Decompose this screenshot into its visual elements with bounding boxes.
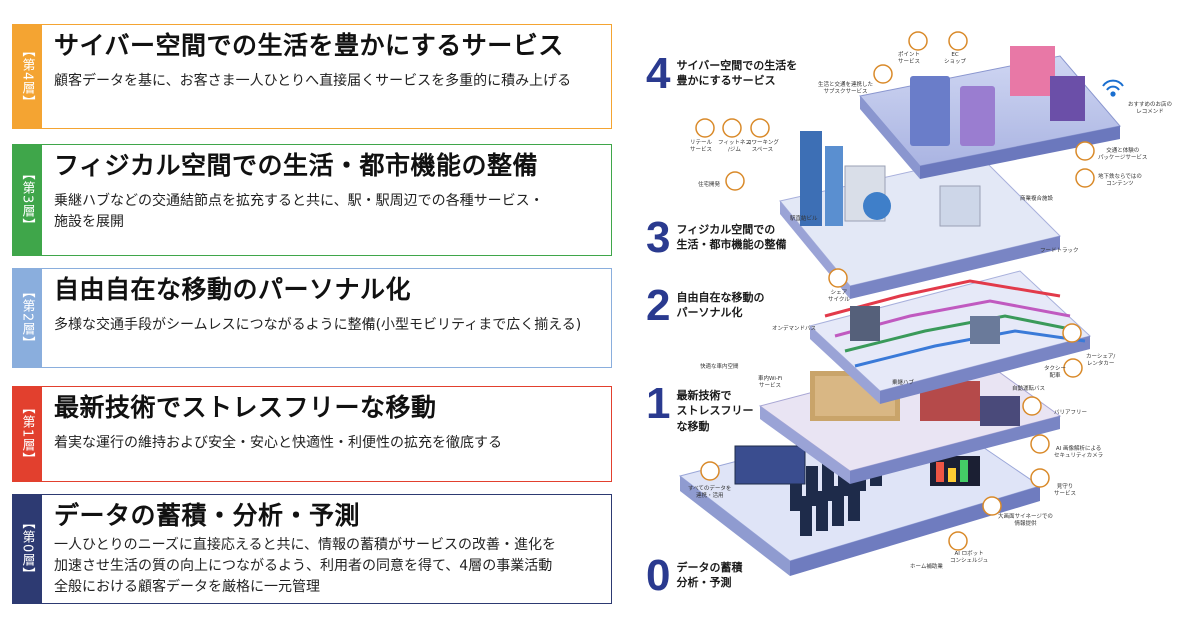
platform-text-line: 最新技術で (676, 389, 732, 402)
layer-1-title: 最新技術でストレスフリーな移動 (54, 393, 437, 422)
platform-text-line: フィジカル空間での (676, 223, 776, 236)
label-foodtruck: フードトラック (1040, 248, 1079, 254)
platform-number: 2 (646, 281, 671, 330)
label-carshare: カーシェア/ レンタカー (1086, 354, 1116, 367)
label-taxi: タクシー 配車 (1044, 366, 1067, 379)
layer-2-title: 自由自在な移動のパーソナル化 (54, 275, 412, 304)
platform-label-2: 2 自由自在な移動の パーソナル化 (646, 284, 764, 328)
layer-3-tag: 【第3層】 (12, 144, 42, 256)
platform-text: データの蓄積 分析・予測 (676, 554, 742, 591)
layer-4-tag: 【第4層】 (12, 24, 42, 129)
platform-label-0: 0 データの蓄積 分析・予測 (646, 554, 742, 598)
platform-text: フィジカル空間での 生活・都市機能の整備 (676, 216, 786, 253)
label-commercial: 商業複合施設 (1020, 196, 1054, 202)
layer-4-desc-line: 顧客データを基に、お客さま一人ひとりへ直接届くサービスを多重的に積み上げる (54, 73, 572, 89)
platform-label-3: 3 フィジカル空間での 生活・都市機能の整備 (646, 216, 786, 260)
isometric-platforms (678, 31, 1124, 576)
label-sharecycle: シェア サイクル (828, 290, 850, 303)
layer-2-desc: 多様な交通手段がシームレスにつながるように整備(小型モビリティまで広く揃える) (54, 315, 599, 336)
city-illustration: 4 サイバー空間での生活を 豊かにするサービス 3 フィジカル空間での 生活・都… (640, 16, 1192, 622)
label-recommend: おすすめのお店の レコメンド (1128, 102, 1173, 115)
layer-0-desc: 一人ひとりのニーズに直接応えると共に、情報の蓄積がサービスの改善・進化を 加速さ… (54, 535, 599, 598)
layer-0-box: データの蓄積・分析・予測 一人ひとりのニーズに直接応えると共に、情報の蓄積がサー… (42, 494, 612, 604)
layer-2-desc-line: 多様な交通手段がシームレスにつながるように整備(小型モビリティまで広く揃える) (54, 317, 582, 333)
label-coworking: コワーキング スペース (746, 140, 779, 153)
platform-number: 1 (646, 379, 671, 428)
label-retail: リテール サービス (690, 140, 713, 153)
label-autobus: 自動運転バス (1012, 386, 1046, 392)
platform-text-line: 分析・予測 (676, 576, 732, 590)
label-alldata: すべてのデータを 連携・活用 (688, 486, 732, 499)
platform-text: 最新技術で ストレスフリー な移動 (676, 382, 753, 434)
layer-4-box: サイバー空間での生活を豊かにするサービス 顧客データを基に、お客さま一人ひとりへ… (42, 24, 612, 129)
platform-text-line: ストレスフリー (676, 404, 754, 418)
label-home: ホーム補助業 (910, 564, 943, 570)
platform-text-line: サイバー空間での生活を (676, 59, 798, 72)
layer-0-tag: 【第0層】 (12, 494, 42, 604)
platform-number: 3 (646, 213, 671, 262)
layer-2-tag: 【第2層】 (12, 268, 42, 368)
platform-4-shape (859, 46, 1121, 179)
platform-text-line: パーソナル化 (676, 306, 743, 320)
platform-text: サイバー空間での生活を 豊かにするサービス (676, 52, 797, 89)
platform-2-shape (808, 270, 1092, 404)
label-comfort: 快適な車内空間 (700, 364, 739, 370)
layer-0-desc-line: 加速させ生活の質の向上につながるよう、利用者の同意を得て、4層の事業活動 (54, 558, 553, 574)
layer-1-tag: 【第1層】 (12, 386, 42, 482)
label-hub: 乗継ハブ (892, 380, 915, 386)
layer-4-desc: 顧客データを基に、お客さま一人ひとりへ直接届くサービスを多重的に積み上げる (54, 71, 599, 92)
layer-3-title: フィジカル空間での生活・都市機能の整備 (54, 151, 539, 180)
label-office: 駅直結ビル (790, 216, 818, 222)
layer-3: 【第3層】 フィジカル空間での生活・都市機能の整備 乗継ハブなどの交通結節点を拡… (12, 144, 612, 256)
layer-1: 【第1層】 最新技術でストレスフリーな移動 着実な運行の維持および安全・安心と快… (12, 386, 612, 482)
service-icons (695, 31, 1095, 551)
label-aicamera: AI 画像解析による セキュリティカメラ (1054, 446, 1104, 459)
layer-3-desc-line: 乗継ハブなどの交通結節点を拡充すると共に、駅・駅周辺での各種サービス・ (54, 193, 544, 209)
label-point: ポイント サービス (898, 52, 921, 65)
wifi-icon (1102, 79, 1124, 97)
platform-text-line: 豊かにするサービス (676, 74, 776, 88)
platform-text-line: 生活・都市機能の整備 (676, 238, 787, 252)
layer-0-desc-line: 全般における顧客データを厳格に一元管理 (54, 579, 320, 595)
platform-number: 0 (646, 551, 671, 600)
label-subscription: 生活と交通を連携した サブスクサービス (818, 82, 874, 95)
layer-4-title: サイバー空間での生活を豊かにするサービス (54, 31, 564, 60)
layer-4: 【第4層】 サイバー空間での生活を豊かにするサービス 顧客データを基に、お客さま… (12, 24, 612, 129)
label-airobot: AI ロボット コンシェルジュ (950, 551, 989, 564)
label-housing: 住宅開発 (698, 182, 721, 188)
label-fitness: フィットネス /ジム (718, 140, 751, 153)
platform-label-1: 1 最新技術で ストレスフリー な移動 (646, 382, 753, 434)
label-signage: 大画面サイネージでの 情報提供 (998, 514, 1053, 527)
label-package: 交通と体験の パッケージサービス (1098, 148, 1148, 161)
platform-1-shape (758, 350, 1062, 484)
label-local: 地下鉄ならではの コンテンツ (1098, 174, 1142, 187)
layer-0: 【第0層】 データの蓄積・分析・予測 一人ひとりのニーズに直接応えると共に、情報… (12, 494, 612, 604)
platform-text-line: な移動 (676, 419, 710, 433)
label-barrierfree: バリアフリー (1054, 410, 1088, 416)
layer-0-desc-line: 一人ひとりのニーズに直接応えると共に、情報の蓄積がサービスの改善・進化を (54, 537, 557, 553)
layer-1-desc: 着実な運行の維持および安全・安心と快適性・利便性の拡充を徹底する (54, 433, 599, 454)
layer-2-box: 自由自在な移動のパーソナル化 多様な交通手段がシームレスにつながるように整備(小… (42, 268, 612, 368)
layer-3-desc-line: 施設を展開 (54, 214, 124, 230)
layer-1-desc-line: 着実な運行の維持および安全・安心と快適性・利便性の拡充を徹底する (54, 435, 502, 451)
layer-2: 【第2層】 自由自在な移動のパーソナル化 多様な交通手段がシームレスにつながるよ… (12, 268, 612, 368)
layer-3-desc: 乗継ハブなどの交通結節点を拡充すると共に、駅・駅周辺での各種サービス・ 施設を展… (54, 191, 599, 233)
label-watch: 見守り サービス (1054, 484, 1077, 497)
layer-1-box: 最新技術でストレスフリーな移動 着実な運行の維持および安全・安心と快適性・利便性… (42, 386, 612, 482)
layer-0-title: データの蓄積・分析・予測 (54, 501, 361, 530)
label-ec: EC ショップ (944, 52, 967, 65)
layer-3-box: フィジカル空間での生活・都市機能の整備 乗継ハブなどの交通結節点を拡充すると共に… (42, 144, 612, 256)
platform-number: 4 (646, 49, 671, 98)
platform-text-line: 自由自在な移動の (676, 291, 765, 304)
label-ondemand: オンデマンドバス (772, 326, 817, 332)
platform-label-4: 4 サイバー空間での生活を 豊かにするサービス (646, 52, 797, 96)
platform-text: 自由自在な移動の パーソナル化 (676, 284, 764, 321)
label-wifi: 車内Wi-Fi サービス (758, 376, 783, 389)
platform-text-line: データの蓄積 (676, 561, 743, 574)
